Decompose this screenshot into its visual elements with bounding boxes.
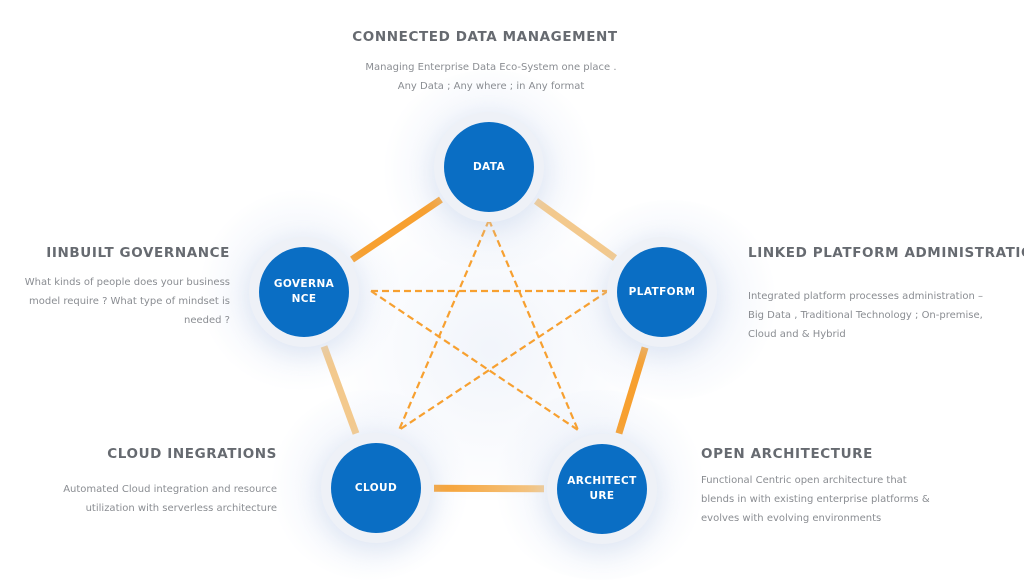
- architecture-section-title: OPEN ARCHITECTURE: [701, 446, 873, 462]
- node-data-label: DATA: [473, 160, 505, 175]
- edge-data-platform: [536, 201, 615, 258]
- data-section-description: Managing Enterprise Data Eco-System one …: [0, 58, 982, 96]
- star-edge-data-cloud: [399, 220, 489, 430]
- node-platform[interactable]: PLATFORM: [617, 247, 707, 337]
- architecture-section-description: Functional Centric open architecture tha…: [701, 471, 981, 528]
- node-cloud[interactable]: CLOUD: [331, 443, 421, 533]
- cloud-desc-line: Automated Cloud integration and resource: [17, 480, 277, 499]
- governance-desc-line: What kinds of people does your business: [0, 273, 230, 292]
- architecture-desc-line: Functional Centric open architecture tha…: [701, 471, 981, 490]
- data-desc-line: Any Data ; Any where ; in Any format: [0, 77, 982, 96]
- architecture-desc-line: evolves with evolving environments: [701, 509, 981, 528]
- edge-platform-architecture: [619, 347, 645, 433]
- node-architecture-label: ARCHITECT URE: [567, 474, 636, 504]
- data-section-title: CONNECTED DATA MANAGEMENT: [0, 29, 970, 45]
- governance-desc-line: model require ? What type of mindset is: [0, 292, 230, 311]
- governance-section-title: IINBUILT GOVERNANCE: [46, 245, 230, 261]
- platform-section-description: Integrated platform processes administra…: [748, 287, 1024, 344]
- node-data[interactable]: DATA: [444, 122, 534, 212]
- star-edge-data-architecture: [489, 220, 578, 430]
- edge-cloud-governance: [324, 346, 356, 433]
- cloud-section-title: CLOUD INEGRATIONS: [107, 446, 277, 462]
- platform-desc-line: Integrated platform processes administra…: [748, 287, 1024, 306]
- governance-section-description: What kinds of people does your business …: [0, 273, 230, 330]
- star-edge-platform-cloud: [399, 291, 608, 430]
- governance-desc-line: needed ?: [0, 311, 230, 330]
- architecture-desc-line: blends in with existing enterprise platf…: [701, 490, 981, 509]
- platform-desc-line: Big Data , Traditional Technology ; On-p…: [748, 306, 1024, 325]
- cloud-section-description: Automated Cloud integration and resource…: [17, 480, 277, 518]
- star-edge-governance-architecture: [371, 291, 578, 430]
- cloud-desc-line: utilization with serverless architecture: [17, 499, 277, 518]
- node-governance-label: GOVERNA NCE: [274, 277, 334, 307]
- node-architecture[interactable]: ARCHITECT URE: [557, 444, 647, 534]
- edge-governance-data: [352, 199, 441, 259]
- node-platform-label: PLATFORM: [629, 285, 696, 300]
- platform-desc-line: Cloud and & Hybrid: [748, 325, 1024, 344]
- data-desc-line: Managing Enterprise Data Eco-System one …: [0, 58, 982, 77]
- node-cloud-label: CLOUD: [355, 481, 397, 496]
- platform-section-title: LINKED PLATFORM ADMINISTRATION: [748, 245, 1024, 261]
- node-governance[interactable]: GOVERNA NCE: [259, 247, 349, 337]
